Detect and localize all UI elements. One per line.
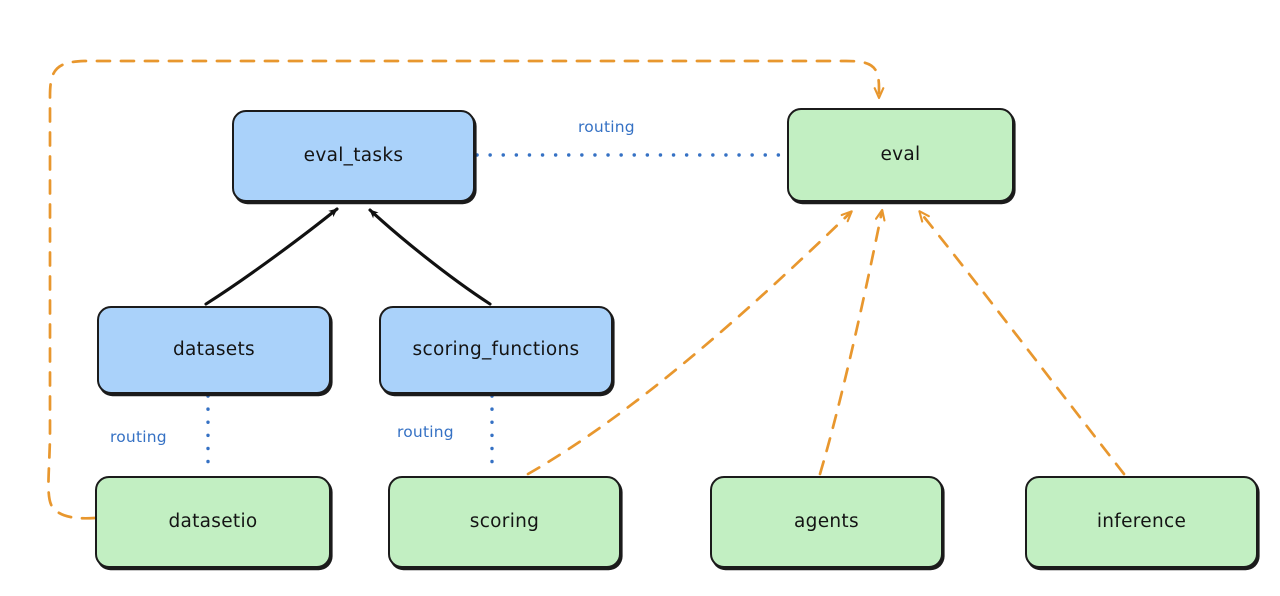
node-scoring-functions[interactable]: scoring_functions: [379, 306, 613, 394]
edge-scoring-to-eval: [526, 210, 853, 476]
node-inference[interactable]: inference: [1025, 476, 1258, 568]
node-datasets[interactable]: datasets: [97, 306, 331, 394]
edge-datasetio-to-eval: [47, 59, 885, 520]
edge-datasets-to-eval_tasks: [204, 207, 339, 306]
edge-label-routing-scoring: routing: [397, 423, 454, 441]
node-label-eval: eval: [880, 143, 921, 165]
node-label-inference: inference: [1096, 510, 1187, 532]
edge-label-routing-datasetio: routing: [110, 428, 167, 446]
node-scoring[interactable]: scoring: [388, 476, 621, 568]
node-datasetio[interactable]: datasetio: [95, 476, 331, 568]
node-label-agents: agents: [794, 510, 859, 532]
node-eval-tasks[interactable]: eval_tasks: [232, 110, 475, 202]
node-label-scoring: scoring: [469, 510, 540, 532]
edge-inference-to-eval: [918, 210, 1126, 476]
edge-agents-to-eval: [818, 208, 886, 476]
edge-label-routing-eval: routing: [578, 118, 635, 136]
node-agents[interactable]: agents: [710, 476, 943, 568]
node-label-scoring-functions: scoring_functions: [412, 338, 580, 360]
node-label-datasets: datasets: [173, 338, 255, 360]
node-eval[interactable]: eval: [787, 108, 1014, 202]
edge-scoring_functions-to-eval_tasks: [368, 208, 492, 306]
node-label-datasetio: datasetio: [168, 510, 258, 532]
node-label-eval-tasks: eval_tasks: [303, 144, 404, 166]
